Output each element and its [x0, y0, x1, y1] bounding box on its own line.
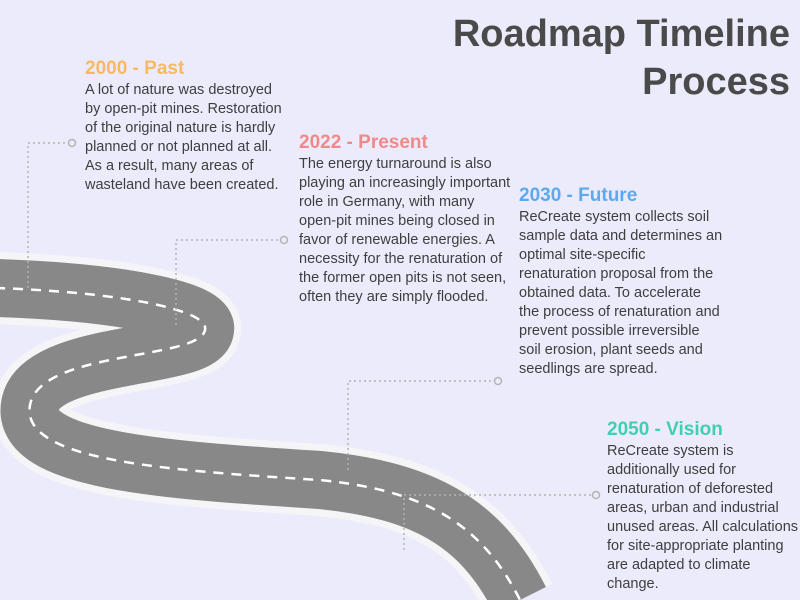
milestone-present: 2022 - Present The energy turnaround is …: [299, 131, 514, 307]
connector-vision: [403, 494, 592, 550]
page-title: Roadmap Timeline Process: [453, 10, 790, 106]
connector-dot-present: [279, 235, 289, 245]
milestone-heading: 2022 - Present: [299, 132, 428, 153]
connector-dot-vision: [591, 490, 601, 500]
road-surface: [0, 259, 546, 600]
connector-past: [27, 142, 68, 288]
milestone-heading: 2030 - Future: [519, 185, 638, 206]
title-line-1: Roadmap Timeline: [452, 13, 790, 55]
milestone-text: The energy turnaround is also playing an…: [299, 156, 511, 305]
connector-present: [175, 239, 280, 325]
milestone-text: A lot of nature was destroyed by open-pi…: [85, 82, 282, 193]
milestone-vision: 2050 - Vision ReCreate system is additio…: [607, 418, 800, 594]
milestone-text: ReCreate system collects soil sample dat…: [519, 209, 723, 377]
title-line-2: Process: [642, 61, 790, 103]
connector-dot-past: [67, 138, 77, 148]
milestone-past: 2000 - Past A lot of nature was destroye…: [85, 57, 285, 195]
milestone-text: ReCreate system is additionally used for…: [607, 443, 799, 592]
connector-dot-future: [493, 376, 503, 386]
milestone-heading: 2050 - Vision: [607, 419, 723, 440]
milestone-future: 2030 - Future ReCreate system collects s…: [519, 184, 724, 379]
connector-future: [347, 380, 494, 470]
milestone-heading: 2000 - Past: [85, 58, 185, 79]
